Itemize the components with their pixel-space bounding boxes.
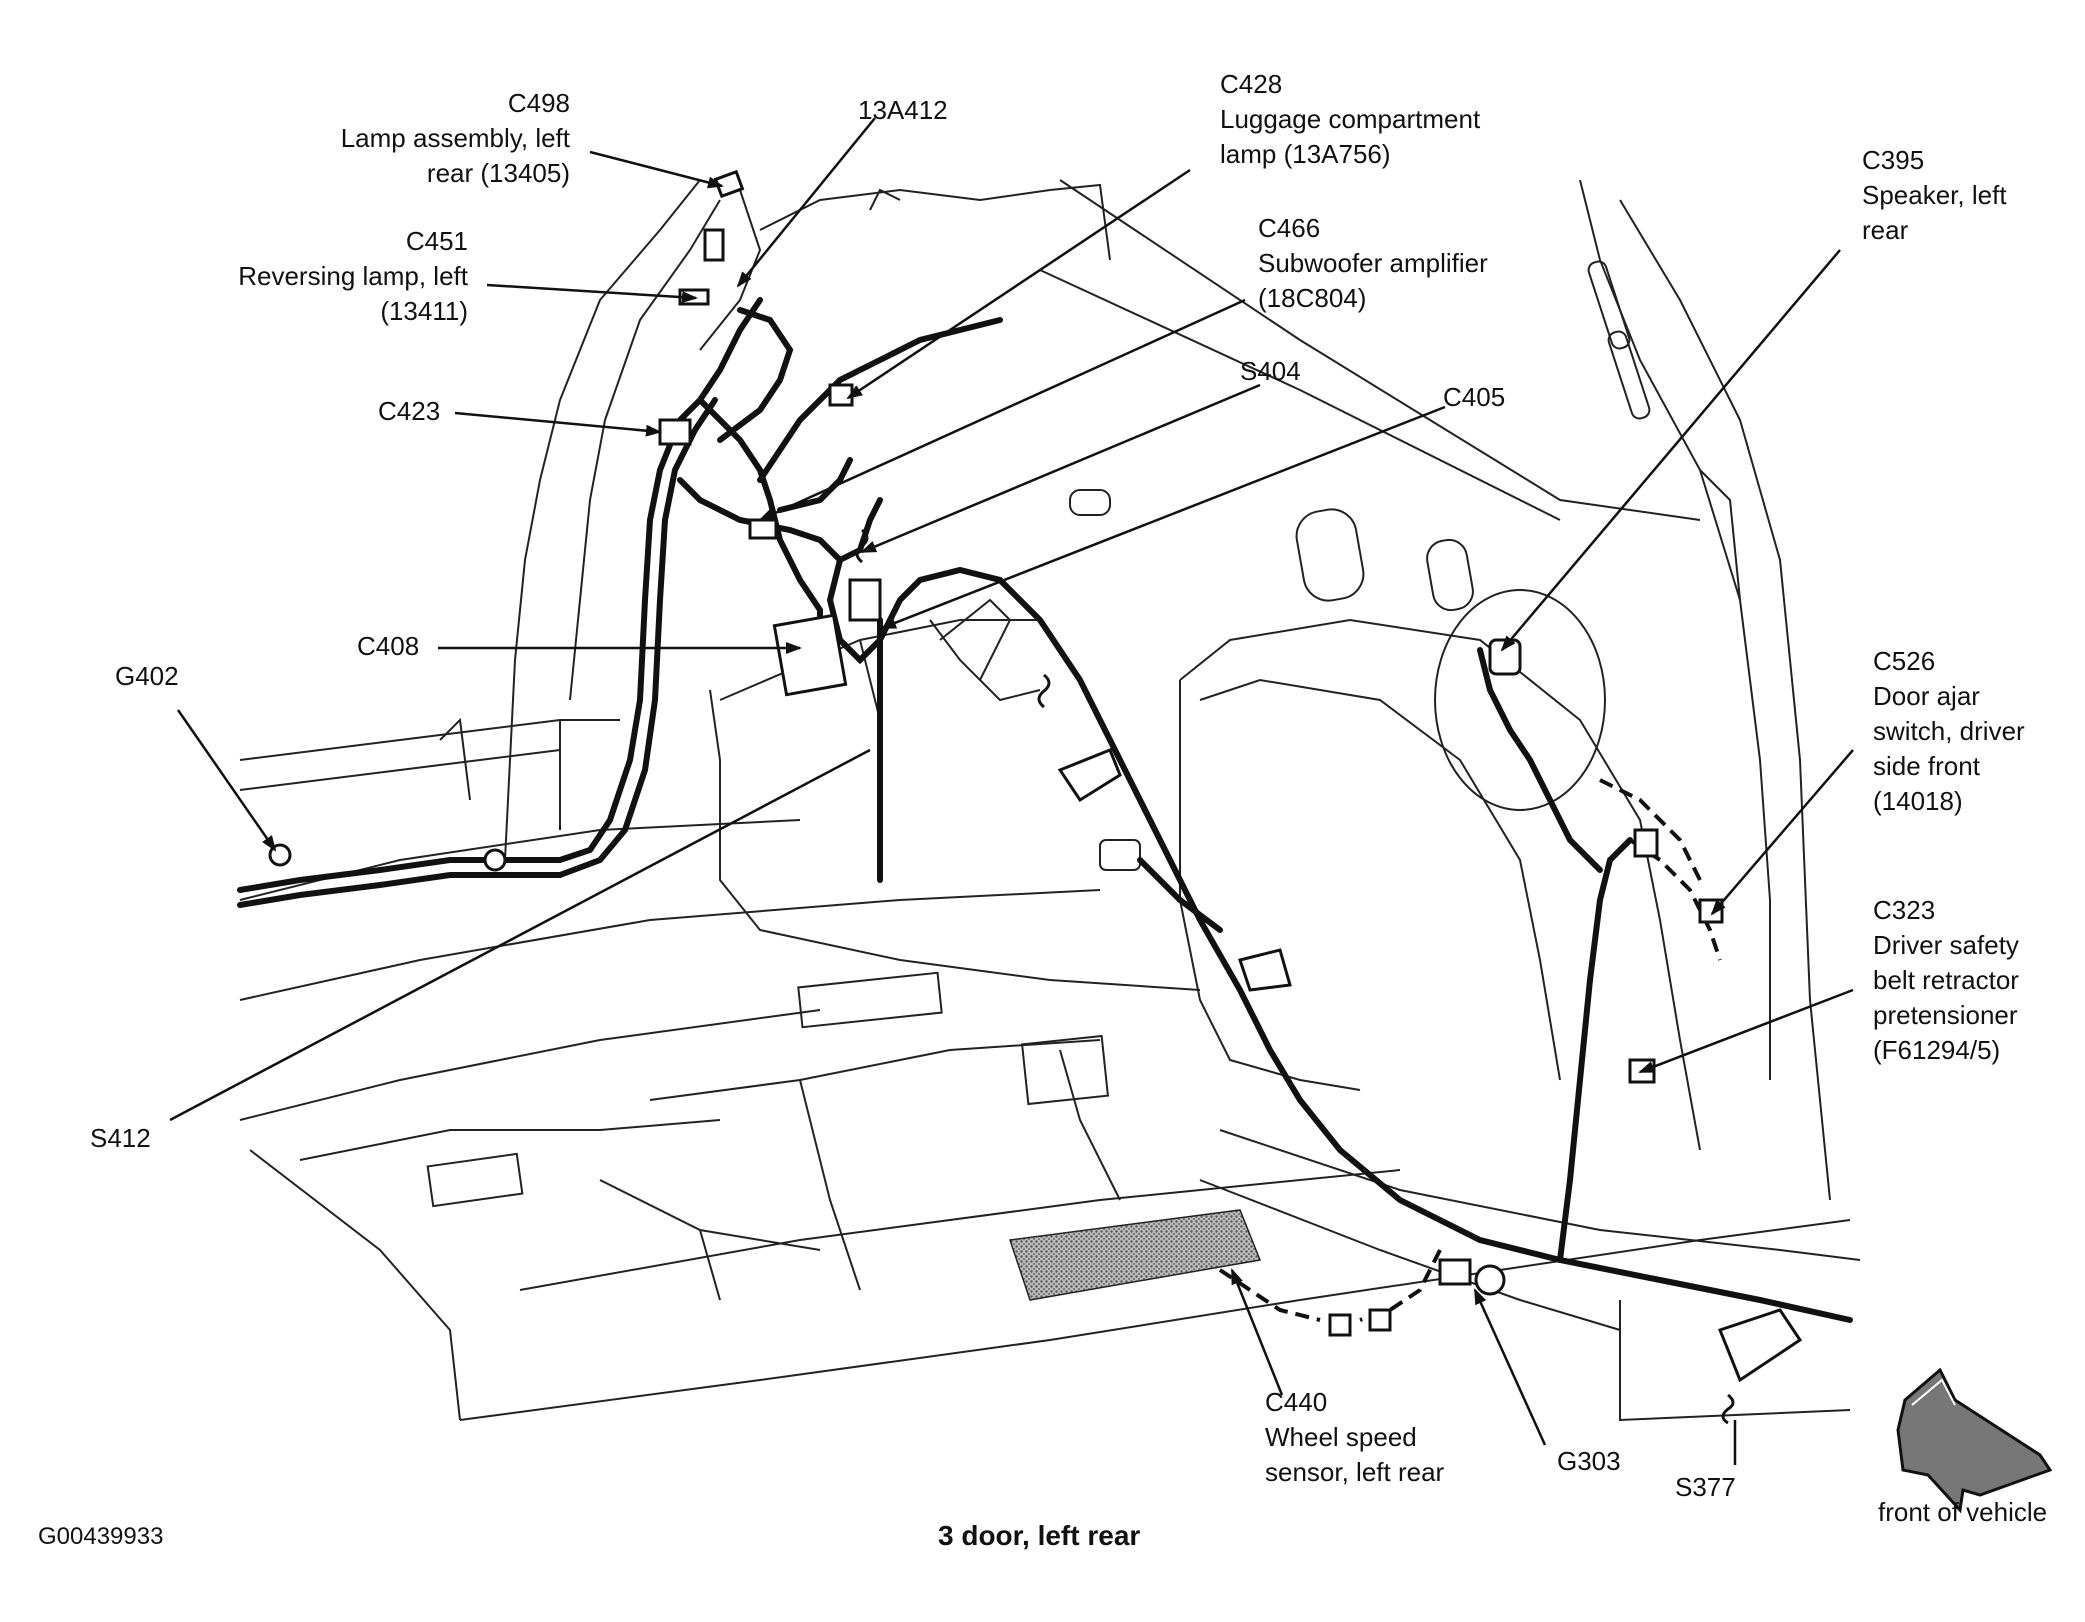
callout-g303: G303 [1557,1444,1621,1479]
callout-desc: Driver safety [1873,930,2019,960]
dashed-branches [1218,778,1722,1322]
diagram-title: 3 door, left rear [938,1520,1141,1551]
callout-desc: Lamp assembly, left [340,123,570,153]
leader-c466 [758,298,1246,522]
callout-id: S412 [90,1123,151,1153]
callout-desc: Door ajar [1873,681,1980,711]
leader-c526 [1710,749,1854,916]
leader-13a412 [736,117,876,288]
callout-desc: (F61294/5) [1873,1035,2001,1065]
callout-desc: rear (13405) [426,158,570,188]
callout-c428: C428 Luggage compartment lamp (13A756) [1220,67,1480,172]
callout-desc: Reversing lamp, left [238,261,468,291]
figure-id: G00439933 [38,1523,164,1550]
callout-c526: C526 Door ajar switch, driver side front… [1873,644,2025,819]
leader-lines [169,117,1854,1465]
callout-id: S404 [1240,356,1301,386]
callout-id: C395 [1862,145,1925,175]
callout-c440: C440 Wheel speed sensor, left rear [1265,1385,1444,1490]
leader-c428 [846,168,1191,400]
callout-desc: side front [1873,751,1980,781]
leader-c405 [880,405,1446,630]
callout-desc: lamp (13A756) [1220,139,1391,169]
leader-c323 [1638,988,1854,1074]
callout-id: S377 [1675,1472,1736,1502]
front-of-vehicle-label: front of vehicle [1878,1497,2048,1527]
callout-desc: (18C804) [1258,283,1367,313]
callout-c405: C405 [1443,380,1505,415]
leader-s404 [860,383,1261,554]
vehicle-body-outline [239,179,1861,1422]
callout-c451: C451 Reversing lamp, left (13411) [238,224,468,329]
front-of-vehicle-arrow [1896,1367,2053,1514]
leader-c440 [1230,1268,1284,1396]
callout-13a412: 13A412 [858,93,948,128]
callout-id: C498 [507,88,570,118]
callout-id: C423 [378,396,441,426]
callout-id: C428 [1220,69,1283,99]
leader-c498 [589,150,724,189]
callout-desc: Luggage compartment [1220,104,1481,134]
callout-id: C408 [357,631,420,661]
leader-c395 [1500,249,1841,652]
callout-id: G402 [115,661,179,691]
callout-id: C526 [1873,646,1936,676]
callout-desc: (13411) [380,296,468,326]
callout-c498: C498 Lamp assembly, left rear (13405) [341,86,570,191]
leader-c451 [486,283,698,304]
callout-id: C405 [1443,382,1506,412]
callout-id: C323 [1873,895,1936,925]
callout-c466: C466 Subwoofer amplifier (18C804) [1258,211,1488,316]
leader-g303 [1473,1288,1547,1446]
callout-c323: C323 Driver safety belt retractor preten… [1873,893,2019,1068]
callout-c395: C395 Speaker, left rear [1862,143,2007,248]
callout-desc: (14018) [1873,786,1963,816]
callout-s412: S412 [90,1121,151,1156]
callout-desc: sensor, left rear [1265,1457,1445,1487]
callout-desc: rear [1862,215,1909,245]
callout-desc: Speaker, left [1862,180,2007,210]
callout-desc: belt retractor [1873,965,2019,995]
callout-s377: S377 [1675,1470,1736,1505]
callout-id: C451 [405,226,468,256]
splice-marks [855,528,1735,1425]
callout-id: C440 [1265,1387,1328,1417]
callout-c408: C408 [357,629,419,664]
callout-desc: Subwoofer amplifier [1258,248,1488,278]
callout-c423: C423 [378,394,440,429]
callout-id: C466 [1258,213,1321,243]
callout-id: 13A412 [858,95,948,125]
callout-g402: G402 [115,659,179,694]
callout-s404: S404 [1240,354,1301,389]
wiring-harness [237,297,1853,1323]
leader-c423 [454,411,662,437]
callout-desc: pretensioner [1873,1000,2018,1030]
callout-id: G303 [1557,1446,1621,1476]
floor-grille [1009,1209,1262,1301]
leader-g402 [176,709,277,852]
callout-desc: Wheel speed [1265,1422,1417,1452]
callout-desc: switch, driver [1873,716,2025,746]
leader-s412 [169,748,871,1122]
